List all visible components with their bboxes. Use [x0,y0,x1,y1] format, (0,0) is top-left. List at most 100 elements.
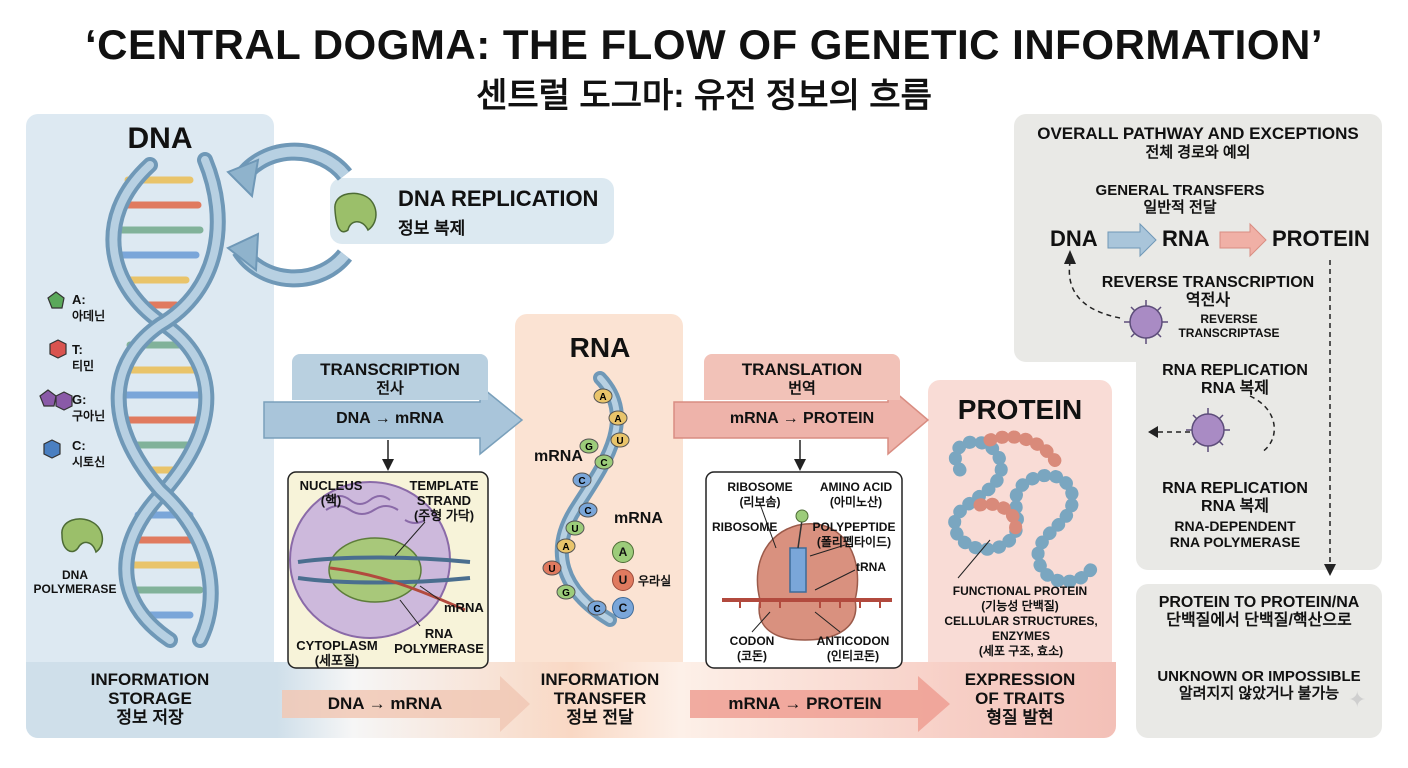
base-item: C: 시토신 [72,438,132,484]
rna-polymerase-line: RNA [424,626,454,641]
protein-footer-line: OF TRAITS [975,689,1065,708]
svg-text:G: G [585,442,593,453]
polypeptide-ko: (폴리펩타이드) [816,535,892,549]
page-title: ‘CENTRAL DOGMA: THE FLOW OF GENETIC INFO… [84,21,1324,68]
functional-protein-label: FUNCTIONAL PROTEIN (기능성 단백질) [940,584,1100,614]
replication-subtitle: 정보 복제 [398,219,466,238]
base-item: T: 티민 [72,342,132,392]
polypeptide-text: POLYPEPTIDE [812,520,896,534]
svg-text:G: G [562,588,570,599]
base-name: 구아닌 [72,409,106,423]
base-item: A: 아데닌 [72,292,132,342]
rna-legend-dot: A [612,541,634,563]
base-letter: C: [72,438,86,453]
dna-heading: DNA [127,122,193,155]
base-letter: T: [72,342,83,357]
protein-coil-icon [948,430,1102,588]
rna-mrna-left: mRNA [534,448,583,465]
rna-replication-2-ko: RNA 복제 [1201,498,1269,516]
anticodon-ko: (인티코돈) [826,649,880,663]
rna-replication-label-2: RNA REPLICATION RNA 복제 [1150,480,1320,517]
transcription-title: TRANSCRIPTION 전사 [292,360,488,397]
inset-mrna-label: mRNA [444,600,484,615]
transcription-arrow-label: DNA → mRNA [336,410,444,427]
base-item: G: 구아닌 [72,392,132,438]
ptp-ko: 단백질에서 단백질/핵산으로 [1166,612,1352,630]
rna-legend-item: A [612,538,682,566]
general-transfers-ko: 일반적 전달 [1143,199,1217,217]
template-ko: (주형 가닥) [413,508,475,523]
rna-replication-2-text: RNA REPLICATION [1162,480,1308,497]
flow-protein: PROTEIN [1272,226,1370,251]
dna-polymerase-line: DNA [62,568,88,582]
protein-to-protein-label: PROTEIN TO PROTEIN/NA 단백질에서 단백질/핵산으로 [1138,594,1380,631]
trna-label: tRNA [856,560,886,574]
transcription-inset [287,471,489,669]
rna-strand [554,371,624,627]
exceptions-panel [1136,584,1382,738]
base-legend: A: 아데닌 T: 티민 G: 구아닌 C: 시토신 [72,292,132,484]
cytoplasm-text: CYTOPLASM [296,638,378,653]
base-name: 티민 [72,359,95,373]
bottom-arrow-label-1: DNA → mRNA [327,694,443,713]
rna-footer: INFORMATION TRANSFER 정보 전달 [520,670,680,727]
protein-footer-line: EXPRESSION [964,670,1076,689]
svg-text:A: A [614,414,621,425]
rdrp-line: RNA-DEPENDENT [1174,518,1296,534]
rna-base-blobs: A A U G C C U C A U G C [542,388,630,616]
cellular-line: CELLULAR STRUCTURES, [944,614,1098,628]
rna-legend-item: U 우라실 [612,566,682,594]
template-line: STRAND [416,493,472,508]
reverse-enzyme-line: TRANSCRIPTASE [1178,326,1280,340]
polypeptide-label: POLYPEPTIDE (폴리펩타이드) [808,520,900,550]
virus-icons [1124,300,1230,452]
cytoplasm-label: CYTOPLASM (세포질) [292,638,382,668]
translation-subtitle-text: 번역 [788,379,816,397]
protein-footer-line: 형질 발현 [986,708,1054,727]
reverse-transcription-text: REVERSE TRANSCRIPTION [1101,274,1315,291]
translation-inset [705,471,903,669]
unknown-label: UNKNOWN OR IMPOSSIBLE 알려지지 않았거나 불가능 [1138,668,1380,703]
reverse-transcription-ko: 역전사 [1185,292,1231,310]
flow-rna: RNA [1162,226,1210,251]
dna-helix [105,152,226,648]
rna-legend-dot: U [612,569,634,591]
amino-acid-text: AMINO ACID [819,480,893,494]
cellular-structures-label: CELLULAR STRUCTURES, ENZYMES (세포 구조, 효소) [934,614,1108,659]
rna-legend-dot: C [612,597,634,619]
amino-acid-ko: (아미노산) [829,495,883,509]
protein-footer: EXPRESSION OF TRAITS 형질 발현 [940,670,1100,727]
reverse-transcriptase-label: REVERSE TRANSCRIPTASE [1164,312,1294,340]
transcription-header-bg [292,354,488,400]
dna-footer-line: INFORMATION [90,670,210,689]
codon-ko: (코돈) [736,649,768,663]
replication-enzyme-icon [334,192,377,233]
rna-footer-line: 정보 전달 [566,708,634,727]
overall-panel-lower [1136,300,1382,570]
dna-footer-line: 정보 저장 [116,708,184,727]
base-molecule-icons [39,291,73,459]
rna-replication-label: RNA REPLICATION RNA 복제 [1150,362,1320,399]
template-line: TEMPLATE [409,478,479,493]
overall-title-text: OVERALL PATHWAY AND EXCEPTIONS [1037,124,1359,143]
general-flow-arrows [1107,222,1267,258]
base-letter: G: [72,392,87,407]
bottom-arrow-label-2: mRNA → PROTEIN [728,694,882,713]
base-name: 아데닌 [72,309,106,323]
svg-text:A: A [562,542,569,553]
cellular-ko: (세포 구조, 효소) [978,644,1064,658]
rna-footer-line: INFORMATION [540,670,660,689]
general-transfers-text: GENERAL TRANSFERS [1095,182,1265,199]
page-subtitle: 센트럴 도그마: 유전 정보의 흐름 [476,77,932,115]
general-transfers-label: GENERAL TRANSFERS 일반적 전달 [1060,182,1300,217]
ribosome-top-text: RIBOSOME [727,480,793,494]
rna-replication-ko: RNA 복제 [1201,380,1269,398]
replication-cycle-arrow [226,142,353,288]
rna-polymerase-line: POLYMERASE [394,641,484,656]
svg-text:U: U [571,524,578,535]
overall-title: OVERALL PATHWAY AND EXCEPTIONS 전체 경로와 예외 [1016,124,1380,161]
translation-title-text: TRANSLATION [741,360,863,379]
sparkle-icon: ✦ [1348,687,1367,712]
translation-arrow-label: mRNA → PROTEIN [729,410,875,427]
